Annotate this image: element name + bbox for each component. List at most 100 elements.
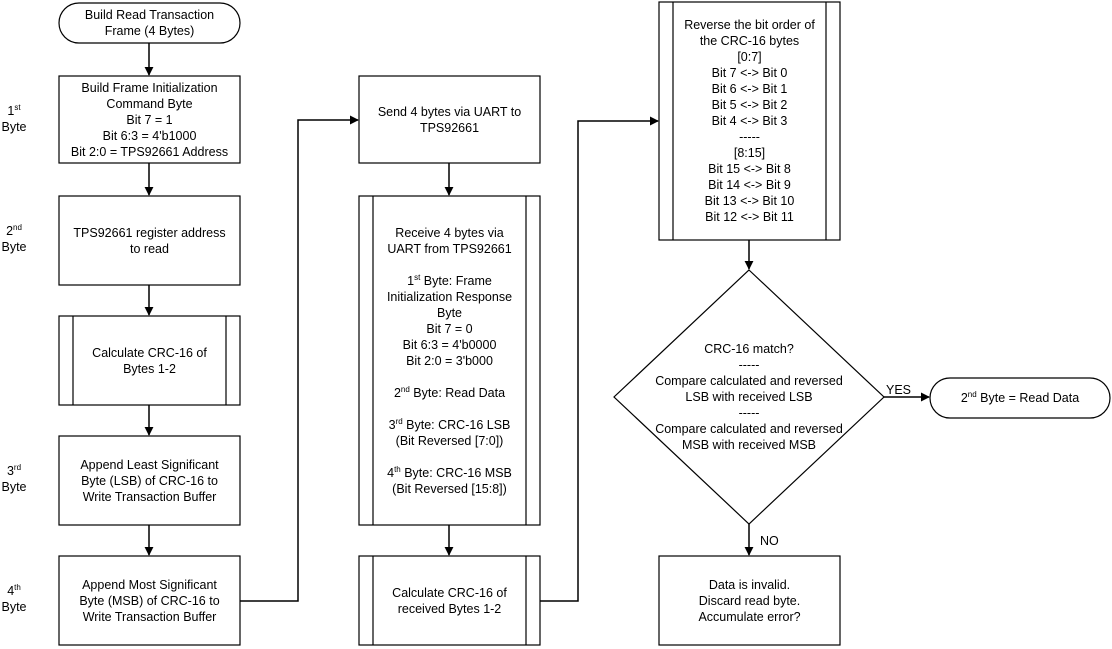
text-line: received Bytes 1-2 bbox=[397, 601, 502, 616]
text-line: the CRC-16 bytes bbox=[699, 34, 800, 48]
text-line: TPS92661 register address bbox=[73, 225, 226, 240]
text-line: 2nd Byte: Read Data bbox=[393, 384, 506, 400]
text-line: 3rd Byte: CRC-16 LSB bbox=[388, 416, 511, 432]
text-line: CRC-16 match? bbox=[704, 342, 794, 356]
text-line: Accumulate error? bbox=[698, 609, 801, 624]
text-line: Byte (MSB) of CRC-16 to bbox=[79, 593, 220, 608]
invalid-box: Data is invalid.Discard read byte.Accumu… bbox=[673, 556, 826, 645]
text-line: 1st bbox=[7, 102, 21, 118]
text-line bbox=[448, 369, 451, 385]
read-data-terminator: 2nd Byte = Read Data bbox=[930, 378, 1110, 418]
text-line: Bit 6:3 = 4'b1000 bbox=[102, 128, 197, 143]
text-line: Compare calculated and reversed bbox=[655, 374, 843, 388]
text-line: ----- bbox=[738, 358, 760, 372]
text-line: Bit 14 <-> Bit 9 bbox=[708, 178, 791, 192]
calc-crc-1-box-shape bbox=[58, 315, 241, 406]
text-line: Bit 13 <-> Bit 10 bbox=[704, 194, 795, 208]
text-line: Byte bbox=[436, 305, 462, 320]
text-line: Bit 2:0 = TPS92661 Address bbox=[70, 144, 229, 159]
text-line: Bit 7 = 0 bbox=[426, 321, 473, 336]
text-line: Bit 6 <-> Bit 1 bbox=[711, 82, 788, 96]
append-msb-box-shape bbox=[58, 555, 241, 646]
arrow-append-msb-to-send bbox=[240, 115, 359, 602]
text-line: (Bit Reversed [7:0]) bbox=[395, 433, 504, 448]
text-line: 2nd Byte = Read Data bbox=[960, 389, 1080, 405]
text-line: ----- bbox=[738, 406, 760, 420]
text-line: [0:7] bbox=[737, 50, 762, 64]
text-line: Calculate CRC-16 of bbox=[392, 585, 507, 600]
text-line: Bit 2:0 = 3'b000 bbox=[406, 353, 493, 368]
text-line: Compare calculated and reversed bbox=[655, 422, 843, 436]
text-line: LSB with received LSB bbox=[685, 390, 813, 404]
text-line: Bit 7 <-> Bit 0 bbox=[711, 66, 788, 80]
read-data-terminator-shape bbox=[929, 377, 1111, 419]
text-line: MSB with received MSB bbox=[681, 438, 817, 452]
text-line: Byte bbox=[1, 120, 27, 134]
append-lsb-box-shape bbox=[58, 435, 241, 526]
arrow-calc-crc-2-to-reverse bbox=[540, 116, 659, 602]
text-line: Frame (4 Bytes) bbox=[104, 24, 195, 38]
receive-box-shape bbox=[358, 195, 541, 526]
text-line: Discard read byte. bbox=[698, 593, 801, 608]
text-line: Bytes 1-2 bbox=[123, 361, 176, 376]
calc-crc-2-box-shape bbox=[358, 555, 541, 646]
text-line: Initialization Response bbox=[386, 289, 513, 304]
text-line: (Bit Reversed [15:8]) bbox=[392, 481, 507, 496]
text-line: 2nd bbox=[6, 222, 22, 238]
text-line: 4th Byte: CRC-16 MSB bbox=[387, 464, 512, 480]
text-line: Bit 5 <-> Bit 2 bbox=[711, 98, 788, 112]
text-line bbox=[448, 257, 451, 273]
text-line: Byte bbox=[1, 600, 27, 614]
text-line: Append Most Significant bbox=[82, 577, 217, 592]
text-line: Byte (LSB) of CRC-16 to bbox=[81, 473, 218, 488]
text-line: ----- bbox=[739, 130, 760, 144]
text-line: 4th bbox=[7, 582, 21, 598]
text-line: [8:15] bbox=[733, 146, 766, 160]
text-line: Receive 4 bytes via bbox=[395, 225, 504, 240]
edge-label-yes: YES bbox=[886, 383, 912, 397]
text-line: Write Transaction Buffer bbox=[82, 489, 217, 504]
text-line: Build Frame Initialization bbox=[81, 80, 218, 95]
build-init-box-shape bbox=[58, 75, 241, 164]
text-line: Data is invalid. bbox=[708, 577, 791, 592]
text-line: Reverse the bit order of bbox=[684, 18, 815, 32]
text-line: Calculate CRC-16 of bbox=[92, 345, 207, 360]
text-line: 1st Byte: Frame bbox=[407, 272, 492, 288]
text-line: 3rd bbox=[6, 462, 22, 478]
text-line: Bit 12 <-> Bit 11 bbox=[705, 210, 794, 224]
text-line: Command Byte bbox=[106, 96, 193, 111]
decision-diamond: CRC-16 match? ----- Compare calculated and… bbox=[634, 330, 864, 464]
text-line bbox=[448, 449, 451, 465]
text-line: TPS92661 bbox=[419, 120, 480, 135]
text-line: Bit 15 <-> Bit 8 bbox=[708, 162, 791, 176]
text-line: UART from TPS92661 bbox=[387, 241, 512, 256]
text-line: Build Read Transaction bbox=[84, 8, 215, 22]
text-line: Append Least Significant bbox=[80, 457, 219, 472]
text-line: Byte bbox=[1, 240, 27, 254]
text-line: Bit 7 = 1 bbox=[126, 112, 173, 127]
text-line: Write Transaction Buffer bbox=[82, 609, 217, 624]
register-addr-box-shape bbox=[58, 195, 241, 286]
text-line: Send 4 bytes via UART to bbox=[377, 104, 522, 119]
text-line bbox=[448, 401, 451, 417]
text-line: Bit 4 <-> Bit 3 bbox=[711, 114, 788, 128]
reverse-box: Reverse the bit order of the CRC-16 bytes… bbox=[673, 2, 826, 240]
text-line: Bit 6:3 = 4'b0000 bbox=[402, 337, 497, 352]
text-line: Byte bbox=[1, 480, 27, 494]
text-line: to read bbox=[130, 241, 169, 256]
edge-label-no: NO bbox=[760, 534, 779, 548]
